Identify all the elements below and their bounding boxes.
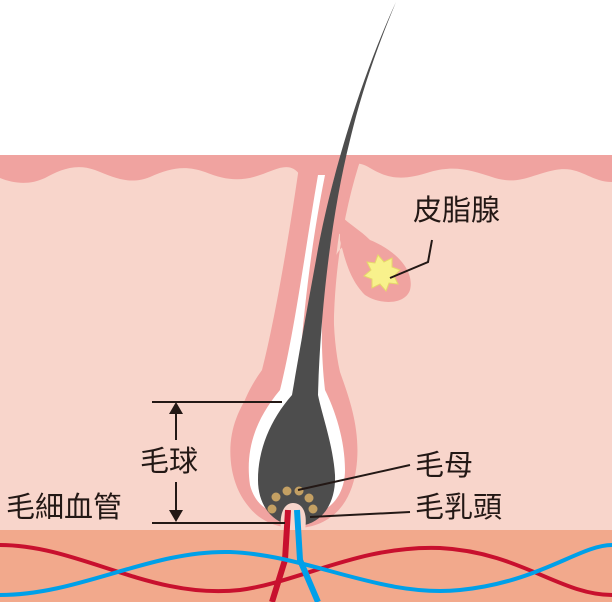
arrow-down-icon	[169, 510, 183, 522]
artery	[0, 543, 612, 597]
label-capillaries: 毛細血管	[6, 490, 123, 524]
label-sebaceous-gland: 皮脂腺	[413, 193, 501, 227]
hair-matrix-cells	[267, 486, 318, 514]
label-hair-bulb: 毛球	[140, 444, 199, 478]
label-hair-matrix: 毛母	[415, 448, 474, 482]
vein	[0, 543, 612, 597]
sebum	[363, 254, 401, 292]
arrow-up-icon	[169, 402, 183, 414]
vein-branch	[294, 509, 321, 602]
hair-shaft	[258, 2, 396, 525]
leader-lines	[152, 239, 433, 524]
label-dermal-papilla: 毛乳頭	[415, 490, 503, 524]
